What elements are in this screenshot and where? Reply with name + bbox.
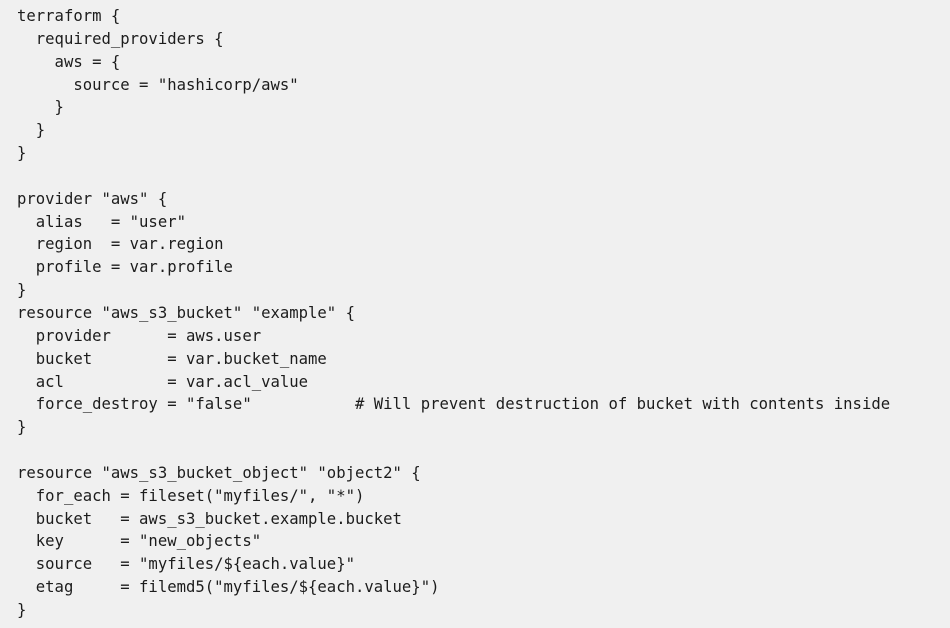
code-line: region = var.region [17, 235, 224, 254]
code-line: } [17, 98, 64, 117]
code-line: source = "myfiles/${each.value}" [17, 555, 355, 574]
code-line: } [17, 418, 27, 437]
code-line: aws = { [17, 52, 121, 71]
code-line [17, 439, 950, 462]
code-line: for_each = fileset("myfiles/", "*") [17, 486, 365, 505]
code-line: resource "aws_s3_bucket" "example" { [17, 303, 355, 322]
code-line: } [17, 121, 46, 140]
code-line: profile = var.profile [17, 258, 233, 277]
code-line: source = "hashicorp/aws" [17, 75, 299, 94]
code-line: bucket = aws_s3_bucket.example.bucket [17, 509, 402, 528]
code-line: force_destroy = "false" # Will prevent d… [17, 395, 891, 414]
code-line: provider "aws" { [17, 189, 168, 208]
code-line: etag = filemd5("myfiles/${each.value}") [17, 578, 440, 597]
code-line [17, 165, 950, 188]
code-line: resource "aws_s3_bucket_object" "object2… [17, 463, 421, 482]
code-line: acl = var.acl_value [17, 372, 309, 391]
code-line: required_providers { [17, 29, 224, 48]
code-line: bucket = var.bucket_name [17, 349, 327, 368]
code-line: key = "new_objects" [17, 532, 262, 551]
code-line: } [17, 600, 27, 619]
code-line: alias = "user" [17, 212, 186, 231]
code-line: provider = aws.user [17, 326, 262, 345]
code-line: } [17, 144, 27, 163]
code-line: } [17, 281, 27, 300]
code-line: terraform { [17, 7, 121, 25]
